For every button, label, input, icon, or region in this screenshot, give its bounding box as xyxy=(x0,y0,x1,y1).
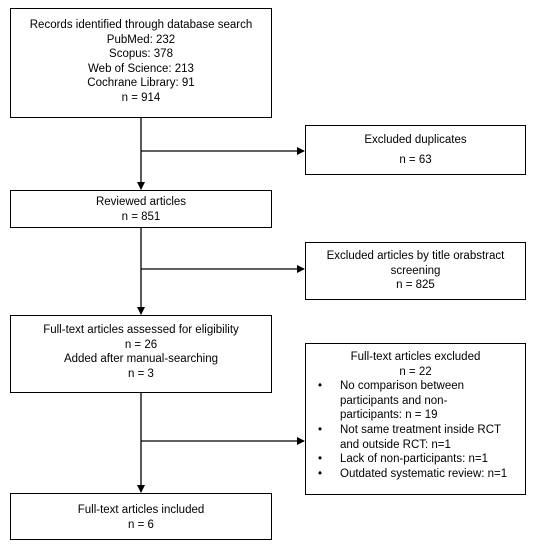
title-excluded-line2: screening xyxy=(390,264,441,277)
reason-line: and outside RCT: n=1 xyxy=(340,438,451,451)
reason-line: participants: n = 19 xyxy=(340,409,438,422)
reviewed-title: Reviewed articles xyxy=(95,196,187,208)
fulltext-included-box: Full-text articles included n = 6 xyxy=(10,493,272,540)
reason-line: Outdated systematic review: n=1 xyxy=(340,467,508,480)
fulltext-excluded-count: n = 22 xyxy=(399,365,432,378)
records-scopus: Scopus: 378 xyxy=(109,48,173,61)
reason-not-same-treatment: • Not same treatment inside RCT and outs… xyxy=(306,423,525,452)
excluded-duplicates-box: Excluded duplicates n = 63 xyxy=(305,125,526,175)
records-title: Records identified through database sear… xyxy=(29,19,253,31)
fulltext-added-label: Added after manual-searching xyxy=(63,353,219,366)
reason-lack-non-participants: • Lack of non-participants: n=1 xyxy=(306,452,525,467)
reason-line: No comparison between xyxy=(340,380,465,393)
included-count: n = 6 xyxy=(128,518,154,531)
records-identified-box: Records identified through database sear… xyxy=(10,8,272,118)
fulltext-excluded-heading: Full-text articles excluded xyxy=(350,351,481,363)
reason-line: Lack of non-participants: n=1 xyxy=(340,453,488,466)
fulltext-count: n = 26 xyxy=(124,338,158,351)
title-excluded-count: n = 825 xyxy=(396,279,435,292)
reviewed-articles-box: Reviewed articles n = 851 xyxy=(10,190,272,228)
duplicates-title: Excluded duplicates xyxy=(364,134,467,146)
reason-no-comparison: • No comparison between participants and… xyxy=(306,379,525,423)
fulltext-added-count: n = 3 xyxy=(128,367,154,380)
reason-line: participants and non- xyxy=(340,394,448,407)
included-title: Full-text articles included xyxy=(77,504,205,516)
records-wos: Web of Science: 213 xyxy=(88,62,194,75)
records-pubmed: PubMed: 232 xyxy=(106,33,176,46)
records-cochrane: Cochrane Library: 91 xyxy=(87,77,195,90)
title-abstract-excluded-box: Excluded articles by title orabstract sc… xyxy=(305,242,526,300)
reason-line: Not same treatment inside RCT xyxy=(340,423,502,436)
reviewed-count: n = 851 xyxy=(121,210,161,223)
fulltext-assessed-box: Full-text articles assessed for eligibil… xyxy=(10,315,272,393)
reason-outdated-review: • Outdated systematic review: n=1 xyxy=(306,467,525,482)
duplicates-count: n = 63 xyxy=(399,153,432,166)
bullet-icon: • xyxy=(318,467,323,480)
fulltext-title: Full-text articles assessed for eligibil… xyxy=(43,324,239,336)
exclusion-reasons-list: • No comparison between participants and… xyxy=(306,379,525,481)
records-total: n = 914 xyxy=(121,91,161,104)
bullet-icon: • xyxy=(318,453,323,466)
bullet-icon: • xyxy=(318,423,323,436)
bullet-icon: • xyxy=(318,380,323,393)
title-excluded-line1: Excluded articles by title orabstract xyxy=(326,250,505,262)
fulltext-excluded-box: Full-text articles excluded n = 22 • No … xyxy=(305,343,526,495)
